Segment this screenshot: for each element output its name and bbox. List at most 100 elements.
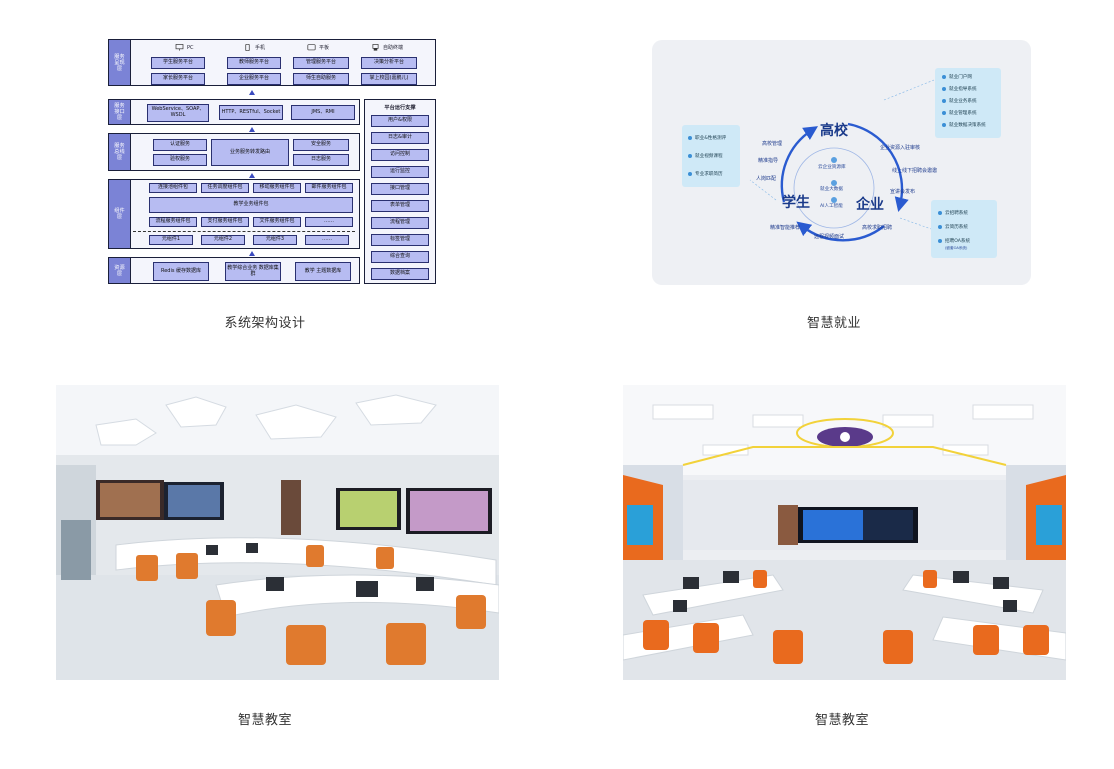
interface-box: JMS、RMI <box>291 105 355 120</box>
service-box: 安全服务 <box>293 139 349 151</box>
support-title: 平台运行支撑 <box>384 105 416 111</box>
node-enterprise: 企业 <box>856 197 884 213</box>
data-icon <box>831 180 837 186</box>
dot-icon <box>688 172 692 176</box>
device-phone: 手机 <box>243 44 265 51</box>
ring-label: 远程视频面试 <box>814 234 845 240</box>
caption-classroom-2: 智慧教室 <box>814 713 869 728</box>
dot-icon <box>688 136 692 140</box>
component-box: 元组件2 <box>201 235 245 245</box>
support-item: 综合查询 <box>371 251 429 263</box>
platform-box: 决策分析平台 <box>361 57 417 69</box>
support-column: 平台运行支撑 用户&权限 日志&审计 访问控制 运行监控 接口管理 表单管理 流… <box>364 99 436 284</box>
center-label: AI人工智能 <box>820 204 843 209</box>
platform-box: 教师服务平台 <box>227 57 281 69</box>
service-box: 认证服务 <box>153 139 207 151</box>
ai-icon <box>831 197 837 203</box>
layer-label: 服务呈现层 <box>109 40 131 85</box>
resource-box: Redis 缓存数据库 <box>153 262 209 281</box>
monitor-icon <box>175 44 184 51</box>
ring-label: 线上线下招聘会邀邀 <box>892 168 938 174</box>
component-box: 任务调度组件包 <box>201 183 249 193</box>
ring-label: 高校管理 <box>762 141 783 147</box>
service-box: 验权服务 <box>153 154 207 166</box>
dot-icon <box>938 211 942 215</box>
support-item: 用户&权限 <box>371 115 429 127</box>
platform-box: 学生服务平台 <box>151 57 205 69</box>
caption-arch: 系统架构设计 <box>224 316 306 331</box>
interface-box: WebService、SOAP、WSDL <box>147 104 209 122</box>
node-student: 学生 <box>782 195 810 211</box>
dot-icon <box>688 154 692 158</box>
ring-label: 企业资源入驻审核 <box>880 145 921 151</box>
component-box: 连接池组件包 <box>149 183 197 193</box>
device-tablet: 平板 <box>307 44 329 51</box>
up-arrow <box>249 251 255 256</box>
resource-box: 教学 主题数据库 <box>295 262 351 281</box>
component-box: …… <box>305 235 349 245</box>
dot-icon <box>938 239 942 243</box>
resource-layer: 资源层 Redis 缓存数据库 教学综合业务 数据库集群 教学 主题数据库 <box>108 257 360 284</box>
component-box: 邮件服务组件包 <box>305 183 353 193</box>
device-kiosk: 自助终端 <box>371 44 403 51</box>
layer-label: 服务总线层 <box>109 134 131 170</box>
component-box: …… <box>305 217 353 227</box>
platform-box: 家长服务平台 <box>151 73 205 85</box>
dot-icon <box>942 99 946 103</box>
tablet-icon <box>307 44 316 51</box>
support-item: 运行监控 <box>371 166 429 178</box>
support-item: 数据档案 <box>371 268 429 280</box>
support-item: 接口管理 <box>371 183 429 195</box>
platform-box: 企业服务平台 <box>227 73 281 85</box>
node-school: 高校 <box>820 123 848 139</box>
component-box: 文件服务组件包 <box>253 217 301 227</box>
component-box: 移动服务组件包 <box>253 183 301 193</box>
ring-label: 高校求职招聘 <box>862 225 893 231</box>
classroom-photo-1 <box>56 385 499 680</box>
center-label: 云企业资源库 <box>818 165 846 170</box>
layer-label: 服务接口层 <box>109 100 131 124</box>
cloud-icon <box>831 157 837 163</box>
phone-icon <box>245 44 250 51</box>
interface-box: HTTP、RESTful、Socket <box>219 105 283 120</box>
classroom-photo-2 <box>623 385 1066 680</box>
bottom-panel: 云招聘系统 云简历系统 招聘OA系统 (嵌套OA系统) <box>931 200 997 258</box>
platform-box: 师生自助服务 <box>293 73 349 85</box>
ring-label: 宣讲会发布 <box>890 189 916 195</box>
ring-label: 人岗匹配 <box>756 176 777 182</box>
service-box: 业务服务转发路由 <box>211 139 289 166</box>
ring-label: 精准智能推荐 <box>770 225 801 231</box>
dot-icon <box>942 75 946 79</box>
divider <box>133 231 355 232</box>
ring-label: 精准指导 <box>758 158 779 164</box>
component-box: 流程服务组件包 <box>149 217 197 227</box>
support-item: 访问控制 <box>371 149 429 161</box>
architecture-diagram: 服务呈现层 PC 手机 平板 自助终端 学生服务平台 教师服务平台 管理服务平台… <box>108 39 436 284</box>
support-item: 标签管理 <box>371 234 429 246</box>
dot-icon <box>942 87 946 91</box>
caption-classroom-1: 智慧教室 <box>237 713 292 728</box>
support-item: 表单管理 <box>371 200 429 212</box>
dot-icon <box>942 111 946 115</box>
cycle-ring <box>749 79 935 242</box>
presentation-layer: 服务呈现层 PC 手机 平板 自助终端 学生服务平台 教师服务平台 管理服务平台… <box>108 39 436 86</box>
component-box: 支付服务组件包 <box>201 217 249 227</box>
resource-box: 教学综合业务 数据库集群 <box>225 262 281 281</box>
platform-box: 掌上校园(嘉鹏儿) <box>361 73 417 85</box>
service-box: 日志服务 <box>293 154 349 166</box>
left-panel: 职业&性格测评 就业视频课程 专业求职简历 <box>682 125 740 187</box>
kiosk-icon <box>372 44 379 51</box>
device-pc: PC <box>175 44 194 51</box>
up-arrow <box>249 127 255 132</box>
component-box: 元组件3 <box>253 235 297 245</box>
layer-label: 组件层 <box>109 180 131 248</box>
dot-icon <box>942 123 946 127</box>
caption-employment: 智慧就业 <box>806 316 861 331</box>
top-panel: 就业门户网 就业指导系统 就业业务系统 就业管理系统 就业数据决策系统 <box>935 68 1001 138</box>
up-arrow <box>249 90 255 95</box>
support-item: 日志&审计 <box>371 132 429 144</box>
service-bus-layer: 服务总线层 认证服务 验权服务 业务服务转发路由 安全服务 日志服务 <box>108 133 360 171</box>
up-arrow <box>249 173 255 178</box>
component-layer: 组件层 连接池组件包 任务调度组件包 移动服务组件包 邮件服务组件包 教学业务组… <box>108 179 360 249</box>
employment-diagram: 职业&性格测评 就业视频课程 专业求职简历 就业门户网 就业指导系统 就业业务系… <box>652 40 1031 285</box>
